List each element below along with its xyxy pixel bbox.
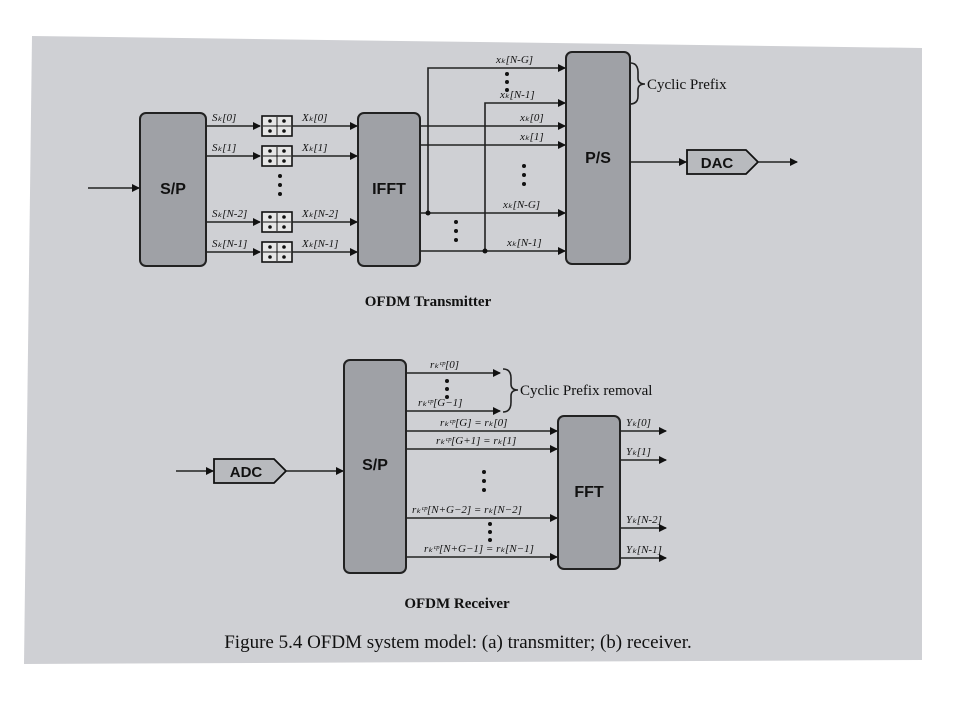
tx-mapper-ellipsis: [278, 174, 282, 196]
rx-cp-signal-0: rₖᶜᵖ[0]: [430, 359, 459, 371]
receiver-section: ADC S/P rₖᶜᵖ[0] rₖᶜᵖ[G−1] Cyclic Prefix …: [176, 359, 667, 612]
tx-ifft-ellipsis: [454, 220, 458, 242]
tx-sp-label: S/P: [160, 181, 186, 198]
rx-fft-input-0: rₖᶜᵖ[G] = rₖ[0]: [440, 417, 507, 429]
tx-title: OFDM Transmitter: [365, 294, 492, 310]
tx-ps-ellipsis: [522, 164, 526, 186]
rx-output-0: Yₖ[0]: [626, 417, 651, 429]
tx-cp-copy-1: [484, 99, 566, 251]
tx-input-label-2: Sₖ[N-2]: [212, 208, 247, 220]
rx-sp-label: S/P: [362, 457, 388, 474]
tx-cp-label: Cyclic Prefix: [647, 77, 727, 93]
tx-ifft-label: IFFT: [372, 181, 406, 198]
rx-fft-block: [557, 415, 621, 570]
transmitter-section: S/P Sₖ[0] Sₖ[1] Sₖ[N-2] Sₖ[N-1]: [88, 51, 798, 310]
tx-dac-label: DAC: [701, 155, 734, 172]
rx-fft-input-2: rₖᶜᵖ[N+G−2] = rₖ[N−2]: [412, 504, 522, 516]
rx-output-3: Yₖ[N-1]: [626, 544, 662, 556]
tx-dac-block: [686, 149, 760, 175]
tx-junction-0: [425, 210, 431, 216]
tx-ps-input-0: xₖ[N-G]: [495, 54, 533, 66]
rx-cp-brace: [502, 368, 519, 413]
tx-ps-block: [565, 51, 631, 265]
tx-ps-input-2: xₖ[0]: [519, 112, 544, 124]
tx-ps-input-1: xₖ[N-1]: [499, 89, 535, 101]
page-photo: [24, 36, 922, 664]
tx-ps-input-3: xₖ[1]: [519, 131, 544, 143]
tx-input-label-1: Sₖ[1]: [212, 142, 236, 154]
tx-sp-block: [139, 112, 207, 267]
rx-fft-input-3: rₖᶜᵖ[N+G−1] = rₖ[N−1]: [424, 543, 534, 555]
tx-mapped-label-0: Xₖ[0]: [301, 112, 327, 124]
tx-ps-input-4: xₖ[N-G]: [502, 199, 540, 211]
rx-cp-label: Cyclic Prefix removal: [520, 383, 652, 399]
rx-cp-ellipsis: [445, 379, 449, 399]
mapper-icon-3: [261, 241, 293, 263]
tx-ifft-block: [357, 112, 421, 267]
mapper-icon-2: [261, 211, 293, 233]
tx-cp-ellipsis: [505, 72, 509, 92]
rx-fft-label: FFT: [574, 484, 604, 501]
rx-sp-block: [343, 359, 407, 574]
tx-mapped-label-3: Xₖ[N-1]: [301, 238, 338, 250]
tx-cp-brace: [629, 62, 646, 105]
tx-mapped-label-1: Xₖ[1]: [301, 142, 327, 154]
rx-cp-signal-1: rₖᶜᵖ[G−1]: [418, 397, 462, 409]
tx-cp-copy-0: [427, 64, 566, 213]
rx-adc-label: ADC: [230, 464, 263, 481]
figure-caption: Figure 5.4 OFDM system model: (a) transm…: [224, 632, 692, 653]
rx-data-ellipsis-0: [482, 470, 486, 492]
tx-input-label-0: Sₖ[0]: [212, 112, 236, 124]
rx-adc-block: [213, 458, 288, 484]
tx-ps-label: P/S: [585, 150, 611, 167]
mapper-icon-0: [261, 115, 293, 137]
tx-input-label-3: Sₖ[N-1]: [212, 238, 247, 250]
rx-title: OFDM Receiver: [404, 596, 510, 612]
tx-ps-input-5: xₖ[N-1]: [506, 237, 542, 249]
rx-output-1: Yₖ[1]: [626, 446, 651, 458]
rx-fft-input-1: rₖᶜᵖ[G+1] = rₖ[1]: [436, 435, 516, 447]
rx-output-2: Yₖ[N-2]: [626, 514, 662, 526]
tx-mapped-label-2: Xₖ[N-2]: [301, 208, 338, 220]
rx-data-ellipsis-1: [488, 522, 492, 542]
mapper-icon-1: [261, 145, 293, 167]
tx-junction-1: [482, 248, 488, 254]
